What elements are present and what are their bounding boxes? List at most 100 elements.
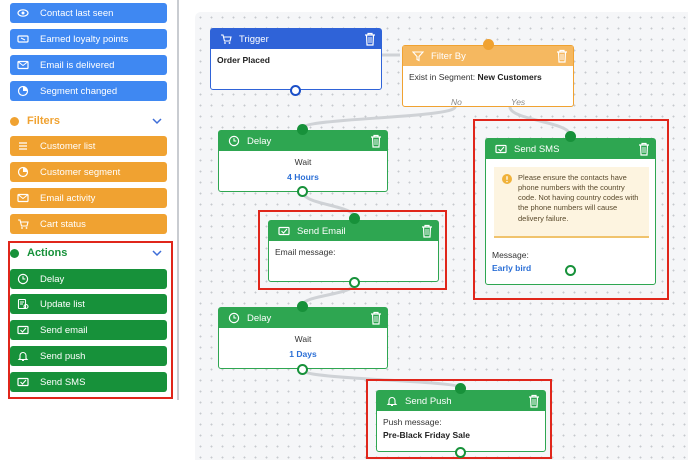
trash-icon[interactable] (638, 142, 650, 156)
clock-icon (227, 134, 241, 148)
sidebar-item-earned-loyalty-points[interactable]: Earned loyalty points (10, 29, 167, 49)
filter-node-header: Filter By (403, 46, 573, 66)
send-sms-output-port[interactable] (565, 265, 576, 276)
send-push-node-title: Send Push (405, 395, 452, 407)
sidebar-item-label: Update list (40, 298, 85, 310)
actions-title: Actions (27, 247, 68, 259)
sidebar: Contact last seen Earned loyalty points … (0, 0, 178, 460)
wait-label: Wait (294, 157, 312, 167)
sidebar-item-label: Contact last seen (40, 7, 114, 19)
filter-node[interactable]: Filter By Exist in Segment: New Customer… (402, 45, 574, 107)
trigger-node-title: Trigger (239, 33, 269, 45)
send-push-output-port[interactable] (455, 447, 466, 458)
trigger-node-body: Order Placed (217, 55, 270, 65)
sidebar-item-label: Delay (40, 273, 65, 285)
trigger-node[interactable]: Trigger Order Placed (210, 28, 382, 90)
sms-message-value: Early bird (492, 262, 532, 273)
chevron-down-icon[interactable] (151, 115, 163, 127)
sidebar-item-update-list[interactable]: Update list (10, 294, 167, 314)
mail-send-icon (277, 224, 291, 238)
filter-icon (411, 49, 425, 63)
sidebar-item-segment-changed[interactable]: Segment changed (10, 81, 167, 101)
trash-icon[interactable] (556, 49, 568, 63)
delay-node-1-body: Wait 4 Hours (219, 151, 387, 188)
sidebar-divider (177, 0, 179, 400)
filter-node-body: Exist in Segment: New Customers (403, 66, 573, 88)
clock-icon (227, 311, 241, 325)
filters-title: Filters (27, 115, 61, 127)
send-email-output-port[interactable] (349, 277, 360, 288)
trash-icon[interactable] (421, 224, 433, 238)
send-sms-input-port[interactable] (565, 131, 576, 142)
clock-icon (16, 272, 30, 286)
sidebar-item-label: Customer segment (40, 166, 121, 178)
filter-input-port[interactable] (483, 39, 494, 50)
send-push-input-port[interactable] (455, 383, 466, 394)
mail-send-icon (16, 323, 30, 337)
delay-2-output-port[interactable] (297, 364, 308, 375)
delay-1-input-port[interactable] (297, 124, 308, 135)
filter-condition-value: New Customers (477, 72, 542, 82)
trash-icon[interactable] (370, 311, 382, 325)
sidebar-item-send-email[interactable]: Send email (10, 320, 167, 340)
delay-node-2[interactable]: Delay Wait 1 Days (218, 307, 388, 369)
delay-node-1-header: Delay (219, 131, 387, 151)
sms-icon (16, 375, 30, 389)
push-message-value: Pre-Black Friday Sale (383, 430, 470, 440)
orange-dot-icon (10, 116, 19, 126)
trash-icon[interactable] (370, 134, 382, 148)
send-push-node-body: Push message: Pre-Black Friday Sale (377, 411, 545, 446)
sidebar-item-label: Email is delivered (40, 59, 115, 71)
sidebar-item-label: Email activity (40, 192, 96, 204)
green-dot-icon (10, 248, 19, 258)
send-push-node[interactable]: Send Push Push message: Pre-Black Friday… (376, 390, 546, 452)
send-email-node[interactable]: Send Email Email message: (268, 220, 439, 282)
sidebar-item-label: Cart status (40, 218, 86, 230)
bell-icon (385, 394, 399, 408)
chevron-down-icon[interactable] (151, 247, 163, 259)
delay-2-input-port[interactable] (297, 301, 308, 312)
trash-icon[interactable] (528, 394, 540, 408)
send-sms-node-header: Send SMS (486, 139, 655, 159)
filters-section-header[interactable]: Filters (10, 113, 167, 129)
wait-value: 4 Hours (287, 172, 319, 182)
delay-node-2-title: Delay (247, 312, 272, 324)
send-email-node-header: Send Email (269, 221, 438, 241)
sidebar-item-label: Earned loyalty points (40, 33, 129, 45)
list-icon (16, 139, 30, 153)
delay-node-1-title: Delay (247, 135, 272, 147)
sidebar-item-customer-list[interactable]: Customer list (10, 136, 167, 156)
delay-node-1[interactable]: Delay Wait 4 Hours (218, 130, 388, 192)
sms-warning-box: Please ensure the contacts have phone nu… (494, 167, 649, 238)
sidebar-item-send-push[interactable]: Send push (10, 346, 167, 366)
eye-icon (16, 6, 30, 20)
delay-1-output-port[interactable] (297, 186, 308, 197)
sms-message-label: Message: (492, 249, 529, 260)
delay-node-2-body: Wait 1 Days (219, 328, 387, 365)
sidebar-item-label: Send email (40, 324, 88, 336)
send-sms-node-title: Send SMS (514, 143, 560, 155)
send-email-node-title: Send Email (297, 225, 346, 237)
sidebar-item-contact-last-seen[interactable]: Contact last seen (10, 3, 167, 23)
sidebar-item-cart-status[interactable]: Cart status (10, 214, 167, 234)
sidebar-item-send-sms[interactable]: Send SMS (10, 372, 167, 392)
send-sms-node[interactable]: Send SMS Please ensure the contacts have… (485, 138, 656, 285)
cart-icon (219, 32, 233, 46)
sidebar-item-email-is-delivered[interactable]: Email is delivered (10, 55, 167, 75)
trash-icon[interactable] (364, 32, 376, 46)
filter-no-label: No (451, 97, 462, 107)
mail-check-icon (16, 58, 30, 72)
sidebar-item-email-activity[interactable]: Email activity (10, 188, 167, 208)
push-message-label: Push message: (383, 417, 442, 427)
envelope-icon (16, 191, 30, 205)
delay-node-2-header: Delay (219, 308, 387, 328)
trigger-output-port[interactable] (290, 85, 301, 96)
sidebar-item-label: Send SMS (40, 376, 86, 388)
sidebar-item-customer-segment[interactable]: Customer segment (10, 162, 167, 182)
pie-chart-icon (16, 165, 30, 179)
actions-section-header[interactable]: Actions (10, 245, 167, 261)
send-sms-node-body: Message: Early bird (486, 242, 655, 279)
sidebar-item-delay[interactable]: Delay (10, 269, 167, 289)
send-email-input-port[interactable] (349, 213, 360, 224)
